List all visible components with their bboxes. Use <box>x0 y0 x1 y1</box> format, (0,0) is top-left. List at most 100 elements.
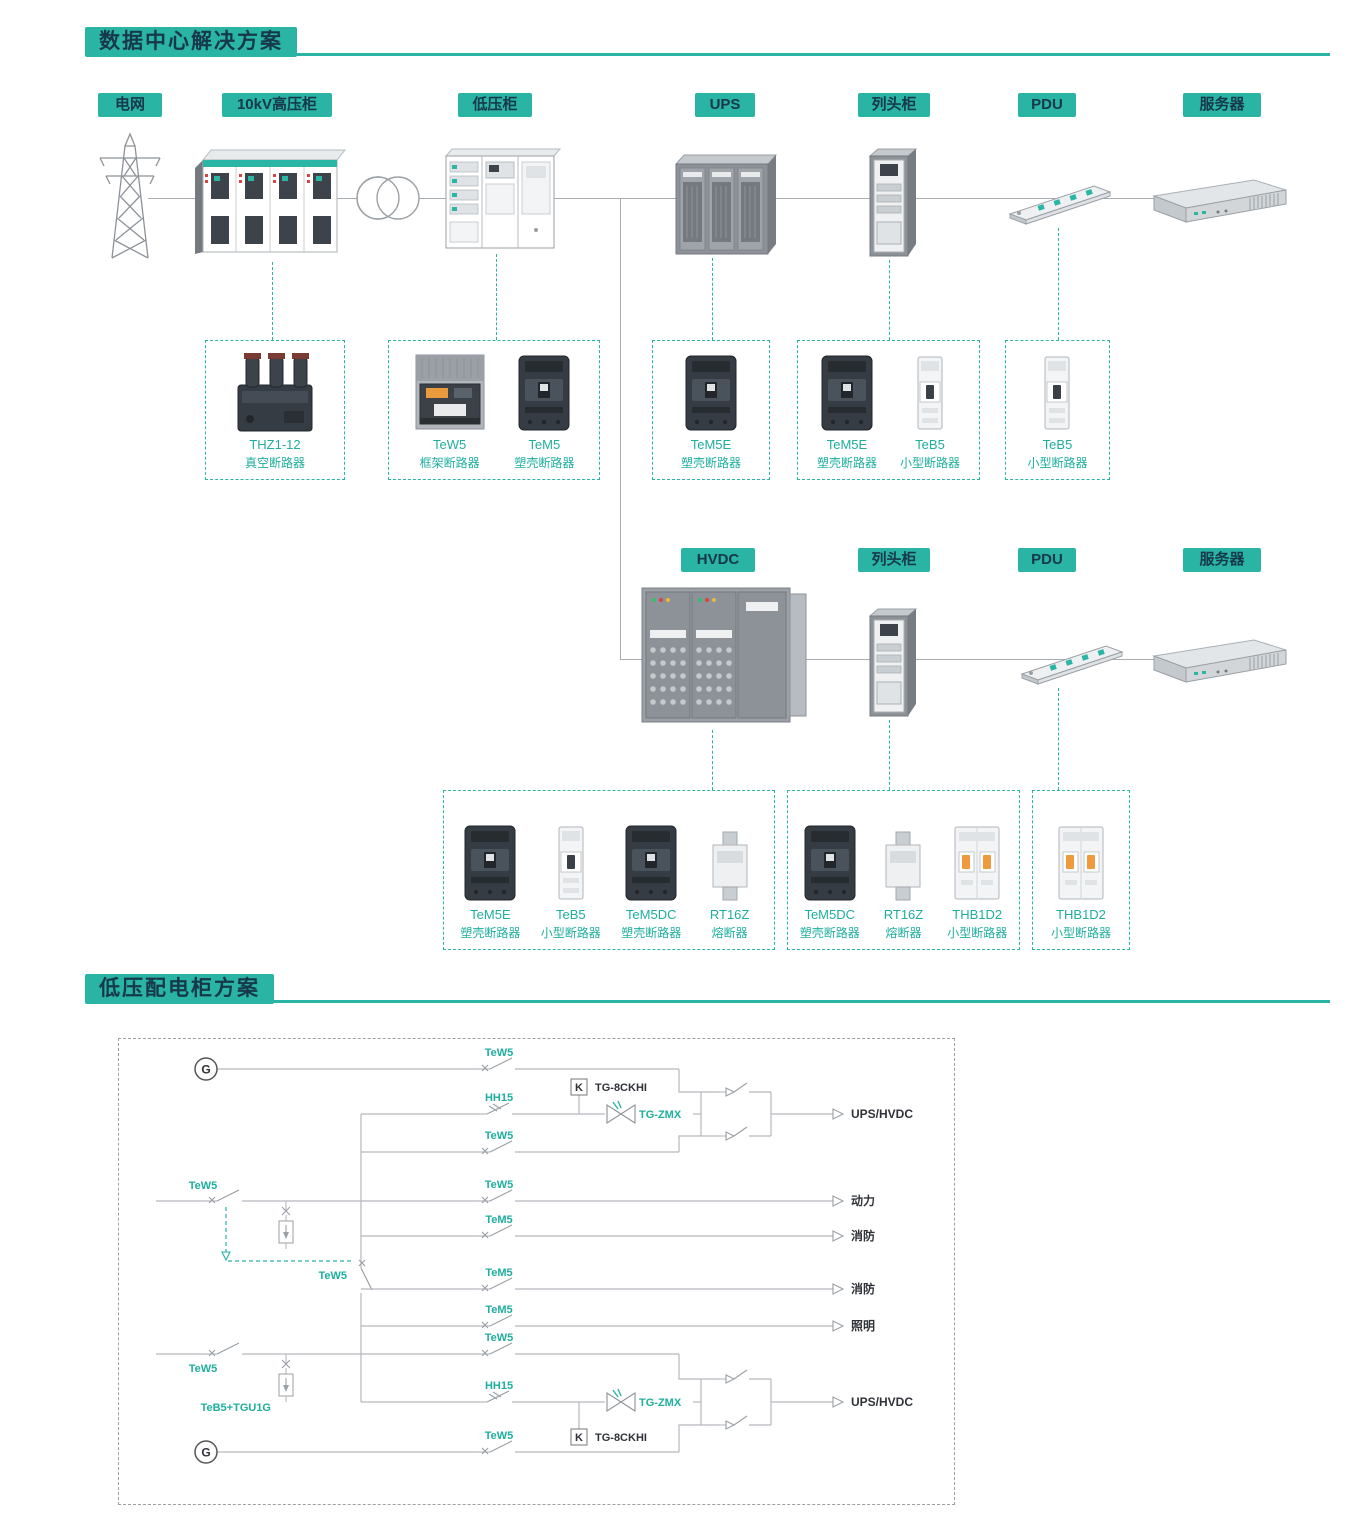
product: THB1D2 小型断路器 <box>1047 791 1115 949</box>
product: TeM5 塑壳断路器 <box>510 341 578 479</box>
badge-ups: UPS <box>695 93 755 117</box>
product: TeM5E 塑壳断路器 <box>813 341 881 479</box>
badge-lv-cabinet: 低压柜 <box>458 93 532 117</box>
lower-ats-group: TeW5 TeB5+TGU1G TeW5 HH15 TG-ZMX K TG-8C… <box>156 1332 913 1464</box>
incomer-breaker-label: TeW5 <box>189 1180 218 1192</box>
ats-label: TG-ZMX <box>639 1109 682 1121</box>
mcb-breaker-icon <box>558 826 584 900</box>
product-type: 塑壳断路器 <box>680 456 741 470</box>
pdu-strip-icon <box>1009 185 1111 225</box>
badge-hvdc: HVDC <box>681 548 755 572</box>
product: RT16Z 熔断器 <box>871 791 935 949</box>
connector-hvdc-to-box <box>712 730 713 790</box>
product-name: TeM5 <box>528 437 561 452</box>
product-name: TeM5E <box>690 437 732 452</box>
product: TeB5 小型断路器 <box>896 341 964 479</box>
product-type: 小型断路器 <box>540 926 601 940</box>
connector-hv-to-box <box>272 262 273 340</box>
generator-label: G <box>201 1446 210 1460</box>
feeder-output-label: 消防 <box>851 1228 875 1243</box>
product-name: THB1D2 <box>1056 907 1106 922</box>
section1-underline <box>85 53 1330 56</box>
row-cabinet-icon <box>869 608 917 717</box>
product-type: 小型断路器 <box>899 456 960 470</box>
product-type: 小型断路器 <box>1050 926 1111 940</box>
product-type: 塑壳断路器 <box>460 926 521 940</box>
badge-server2: 服务器 <box>1183 548 1261 572</box>
transformer-icon <box>356 176 420 220</box>
connector-rowcab-to-box <box>889 260 890 340</box>
product: TeM5E 塑壳断路器 <box>456 791 524 949</box>
mcb-breaker-icon <box>917 356 943 430</box>
badge-row-cabinet2: 列头柜 <box>858 548 930 572</box>
badge-grid: 电网 <box>98 93 162 117</box>
connector-ups-to-box <box>712 258 713 340</box>
badge-pdu2: PDU <box>1018 548 1076 572</box>
product-name: RT16Z <box>883 907 924 922</box>
incomer-breaker-label: TeW5 <box>189 1363 218 1375</box>
product-type: 小型断路器 <box>1027 456 1088 470</box>
breaker-label: TeW5 <box>485 1130 514 1142</box>
feeder-output-label: 消防 <box>851 1281 875 1296</box>
breaker-label: TeW5 <box>485 1332 514 1344</box>
product-box-rowcab2: TeM5DC 塑壳断路器 RT16Z 熔断器 THB1D2 小型断路器 <box>787 790 1020 950</box>
bus-and-incomers: TeW5 TeW5 <box>156 1114 375 1402</box>
mccb-breaker-icon <box>625 825 677 901</box>
product: RT16Z 熔断器 <box>698 791 762 949</box>
connector-lv-to-box <box>496 254 497 340</box>
spd-label: TeB5+TGU1G <box>201 1402 271 1414</box>
single-line-diagram: G TeW5 HH15 TG-ZMX K TG-8CKHI TeW5 UPS/H… <box>156 1047 913 1464</box>
product-name: THB1D2 <box>952 907 1003 922</box>
product-box-pdu2: THB1D2 小型断路器 <box>1032 790 1130 950</box>
controller-k-label: K <box>575 1432 583 1444</box>
chain1-to-chain2-line <box>620 198 621 659</box>
product-type: 熔断器 <box>885 926 922 940</box>
product-name: TeM5E <box>470 907 511 922</box>
feeder-output-label: 照明 <box>851 1318 875 1333</box>
product: TeB5 小型断路器 <box>1023 341 1091 479</box>
chain1-bus-line <box>148 198 1188 199</box>
controller-k-label: K <box>575 1082 583 1094</box>
feeder-breaker-label: TeW5 <box>485 1179 514 1191</box>
mccb-breaker-icon <box>821 355 873 431</box>
product-type: 塑壳断路器 <box>621 926 682 940</box>
product: THZ1-12 真空断路器 <box>224 341 326 479</box>
product: TeW5 框架断路器 <box>410 341 490 479</box>
ups-cabinet-icon <box>675 154 777 255</box>
product-box-hvdc: TeM5E 塑壳断路器 TeB5 小型断路器 TeM5DC 塑壳断路器 RT16… <box>443 790 775 950</box>
product-type: 真空断路器 <box>244 456 305 470</box>
hvdc-cabinet-icon <box>640 578 810 730</box>
upper-ats-group: G TeW5 HH15 TG-ZMX K TG-8CKHI TeW5 UPS/H… <box>194 1047 913 1162</box>
product-box-lv: TeW5 框架断路器 TeM5 塑壳断路器 <box>388 340 600 480</box>
product: THB1D2 小型断路器 <box>943 791 1011 949</box>
output-label: UPS/HVDC <box>851 1107 913 1121</box>
feeder-breaker-label: TeM5 <box>485 1304 512 1316</box>
product-name: RT16Z <box>709 907 750 922</box>
generator-label: G <box>201 1063 210 1077</box>
breaker-label: TeW5 <box>485 1430 514 1442</box>
product: TeB5 小型断路器 <box>537 791 605 949</box>
feeder-output-label: 动力 <box>851 1193 875 1208</box>
connector-pdu-to-box <box>1058 228 1059 340</box>
output-label: UPS/HVDC <box>851 1395 913 1409</box>
product-name: TeB5 <box>1042 437 1073 452</box>
product: TeM5E 塑壳断路器 <box>677 341 745 479</box>
product: TeM5DC 塑壳断路器 <box>796 791 864 949</box>
feeder-rows: TeW5 动力 TeM5 消防 TeM5 消防 TeM5 照明 <box>361 1179 875 1336</box>
fuse-icon <box>885 831 921 901</box>
ats-label: TG-ZMX <box>639 1397 682 1409</box>
hv-cabinet-icon <box>195 149 346 255</box>
product-name: TeM5DC <box>625 907 677 922</box>
lv-cabinet-icon <box>445 148 561 249</box>
section2-title: 低压配电柜方案 <box>85 974 274 1004</box>
product-name: TeW5 <box>433 437 467 452</box>
vacuum-breaker-icon <box>237 352 313 432</box>
product-type: 塑壳断路器 <box>799 926 860 940</box>
mcb-breaker-icon <box>1044 356 1070 430</box>
product-box-hv: THZ1-12 真空断路器 <box>205 340 345 480</box>
feeder-breaker-label: TeM5 <box>485 1267 512 1279</box>
product-type: 塑壳断路器 <box>514 456 575 470</box>
section2-underline <box>85 1000 1330 1003</box>
pdu-strip-icon <box>1021 645 1123 685</box>
